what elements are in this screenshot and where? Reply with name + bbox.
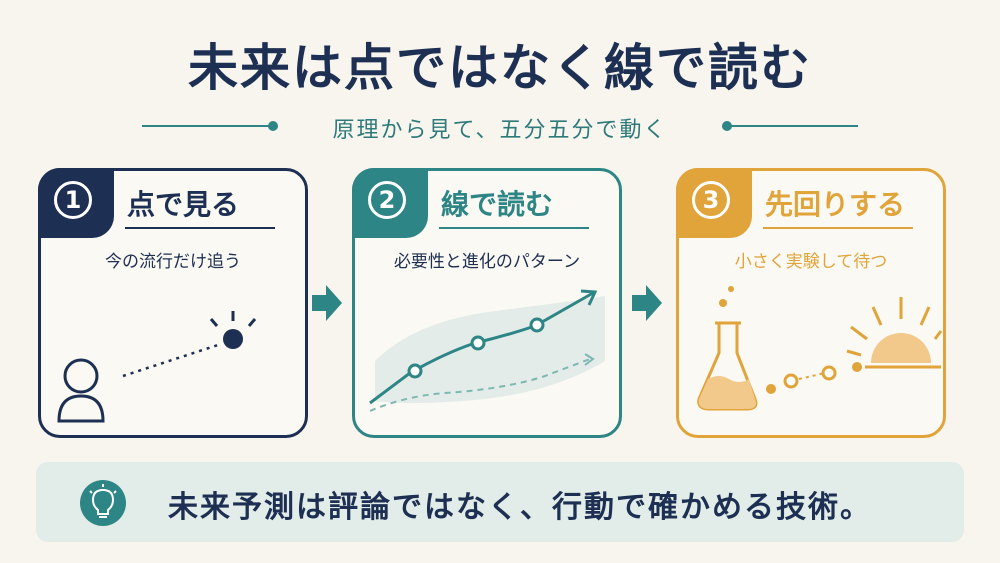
step-badge-1: 1: [38, 168, 114, 238]
footer-banner: [36, 462, 964, 542]
point-illustration: [57, 311, 257, 423]
flask-icon: [697, 286, 758, 411]
lightbulb-icon: [89, 484, 117, 518]
step-title-1: 点で見る: [127, 188, 240, 221]
step-number-3: 3: [692, 181, 730, 219]
subtitle-rule-left: [142, 125, 272, 127]
step-badge-2: 2: [352, 168, 428, 238]
step-number-1: 1: [54, 181, 92, 219]
lightbulb-icon-circle: [80, 480, 126, 526]
step-title-3: 先回りする: [765, 188, 906, 221]
arrow-right-icon-2: [632, 285, 662, 321]
step-desc-2: 必要性と進化のパターン: [393, 252, 581, 272]
person-icon: [57, 358, 105, 423]
dotted-path: [122, 342, 222, 378]
step-card-1: 1 点で見る 今の流行だけ追う: [38, 168, 308, 438]
step-desc-3: 小さく実験して待つ: [734, 252, 888, 272]
subtitle-dot-right: [722, 121, 732, 131]
step-rule-2: [439, 227, 589, 229]
trend-line-icon: [369, 289, 605, 412]
sun-icon: [846, 297, 943, 369]
step-title-2: 線で読む: [441, 188, 554, 221]
arrow-right-icon: [312, 285, 342, 321]
page-title: 未来は点ではなく線で読む: [188, 38, 812, 97]
step-number-2: 2: [368, 181, 406, 219]
subtitle-rule-right: [728, 125, 858, 127]
step-card-3: 3 先回りする 小さく実験して待つ: [676, 168, 946, 438]
subtitle-row: 原理から見て、五分五分で動く: [0, 112, 1000, 143]
step-card-2: 2 線で読む 必要性と進化のパターン: [352, 168, 622, 438]
subtitle: 原理から見て、五分五分で動く: [332, 118, 668, 143]
subtitle-dot-left: [268, 121, 278, 131]
step-desc-1: 今の流行だけ追う: [105, 252, 241, 272]
step-rule-1: [125, 227, 275, 229]
dot-icon: [223, 329, 243, 349]
step-rule-3: [763, 227, 913, 229]
experiment-illustration: [697, 286, 943, 411]
dot-rays: [209, 311, 257, 327]
step-badge-3: 3: [676, 168, 752, 238]
footer-message: 未来予測は評論ではなく、行動で確かめる技術。: [168, 490, 872, 525]
